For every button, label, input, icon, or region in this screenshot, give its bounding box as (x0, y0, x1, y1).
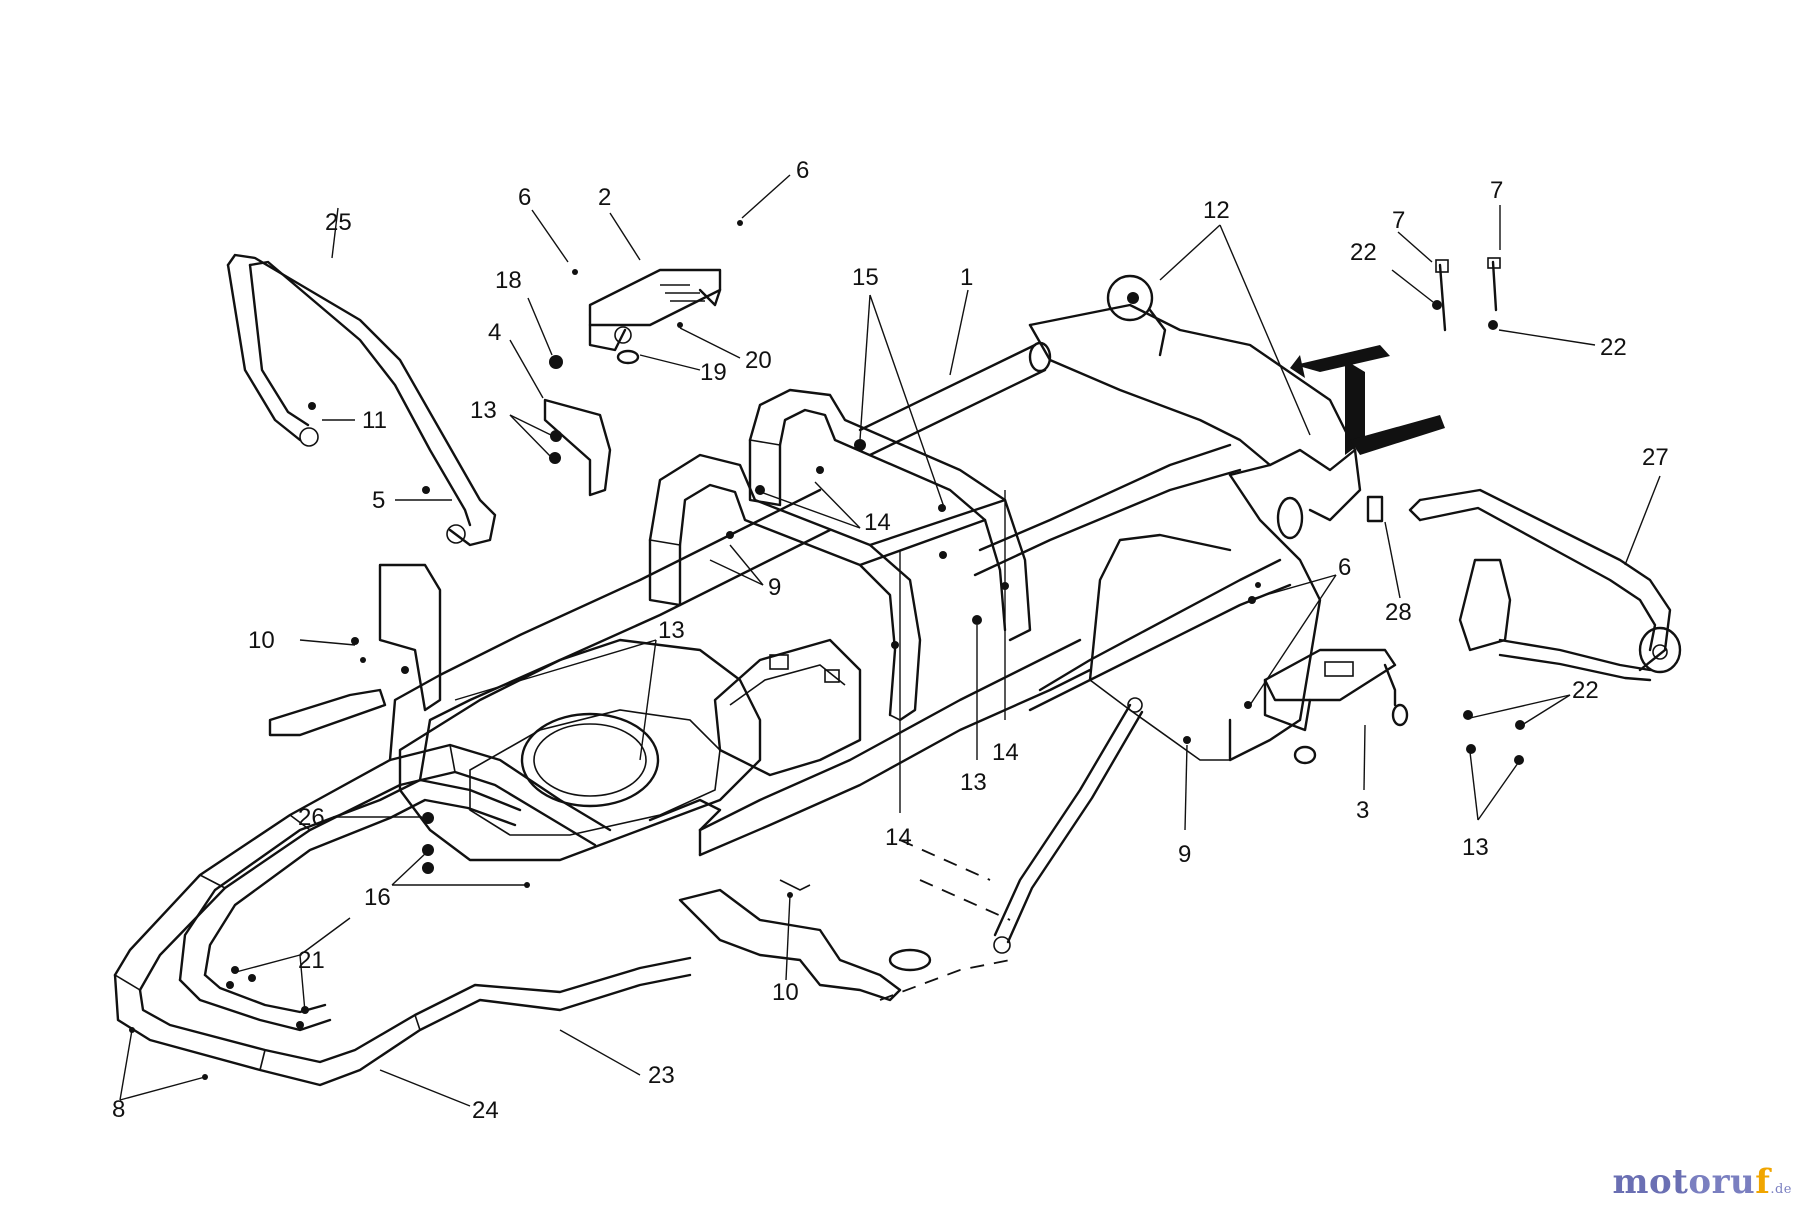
bracket-item-4 (543, 398, 612, 497)
callout-13-right: 13 (1462, 834, 1489, 861)
watermark-logo: motoruf.de (1613, 1162, 1792, 1202)
callout-22-lower: 22 (1572, 677, 1599, 704)
callout-22-left: 22 (1350, 239, 1377, 266)
end-cap (1366, 495, 1384, 523)
callout-25: 25 (325, 209, 352, 236)
rear-bumper-tube (1408, 488, 1682, 682)
callout-5: 5 (372, 487, 385, 514)
callout-10-lower: 10 (772, 979, 799, 1006)
callout-26: 26 (298, 804, 325, 831)
seat-handle-loop (226, 253, 497, 547)
u-cross-member-rear (748, 388, 1032, 642)
bracket-item-3 (1263, 648, 1409, 765)
callout-4: 4 (488, 319, 501, 346)
deck-hole (520, 712, 660, 808)
callout-1: 1 (960, 264, 973, 291)
callout-6-right: 6 (1338, 554, 1351, 581)
callout-2: 2 (598, 184, 611, 211)
callout-6-top: 6 (796, 157, 809, 184)
deck-plate (398, 638, 762, 862)
belt-strap (1290, 345, 1445, 455)
fastener-bolts (129, 220, 1525, 1080)
front-bumper-tube (113, 743, 692, 1087)
callout-13-upper: 13 (470, 397, 497, 424)
callout-7-right: 7 (1490, 177, 1503, 204)
callout-12: 12 (1203, 197, 1230, 224)
watermark-part-2: oru (1688, 1162, 1756, 1202)
callout-14-lower: 14 (885, 824, 912, 851)
callout-7-left: 7 (1392, 207, 1405, 234)
callout-19: 19 (700, 359, 727, 386)
callout-20: 20 (745, 347, 772, 374)
lower-mount-bracket (678, 839, 1011, 1002)
callout-6-left: 6 (518, 184, 531, 211)
callout-24: 24 (472, 1097, 499, 1124)
leader-lines (119, 174, 1661, 1107)
callout-9-upper: 9 (768, 574, 781, 601)
u-cross-member-front (648, 453, 922, 722)
callout-9-lower: 9 (1178, 841, 1191, 868)
callout-3: 3 (1356, 797, 1369, 824)
callout-23: 23 (648, 1062, 675, 1089)
watermark-part-3: f (1755, 1162, 1771, 1202)
tie-rod (993, 697, 1144, 954)
callout-10-left: 10 (248, 627, 275, 654)
rear-frame-box (973, 303, 1362, 762)
watermark-suffix: .de (1770, 1182, 1792, 1197)
callout-21: 21 (298, 947, 325, 974)
callout-14-right: 14 (992, 739, 1019, 766)
callout-labels: 25 11 5 6 2 6 18 19 20 4 13 15 1 12 7 7 … (112, 157, 1669, 1124)
callout-16: 16 (364, 884, 391, 911)
round-knob (1106, 274, 1167, 357)
callout-14-upper: 14 (864, 509, 891, 536)
callout-11: 11 (362, 407, 387, 434)
callout-27: 27 (1642, 444, 1669, 471)
callout-13-lower: 13 (960, 769, 987, 796)
left-side-bracket (268, 563, 442, 737)
callout-13-center: 13 (658, 617, 685, 644)
callout-18: 18 (495, 267, 522, 294)
watermark-part-1: mot (1612, 1162, 1689, 1202)
seat-mount-plate (713, 638, 862, 777)
callout-15: 15 (852, 264, 879, 291)
callout-22-right: 22 (1600, 334, 1627, 361)
bracket-item-2 (588, 268, 722, 365)
callout-28: 28 (1385, 599, 1412, 626)
callout-8: 8 (112, 1096, 125, 1123)
